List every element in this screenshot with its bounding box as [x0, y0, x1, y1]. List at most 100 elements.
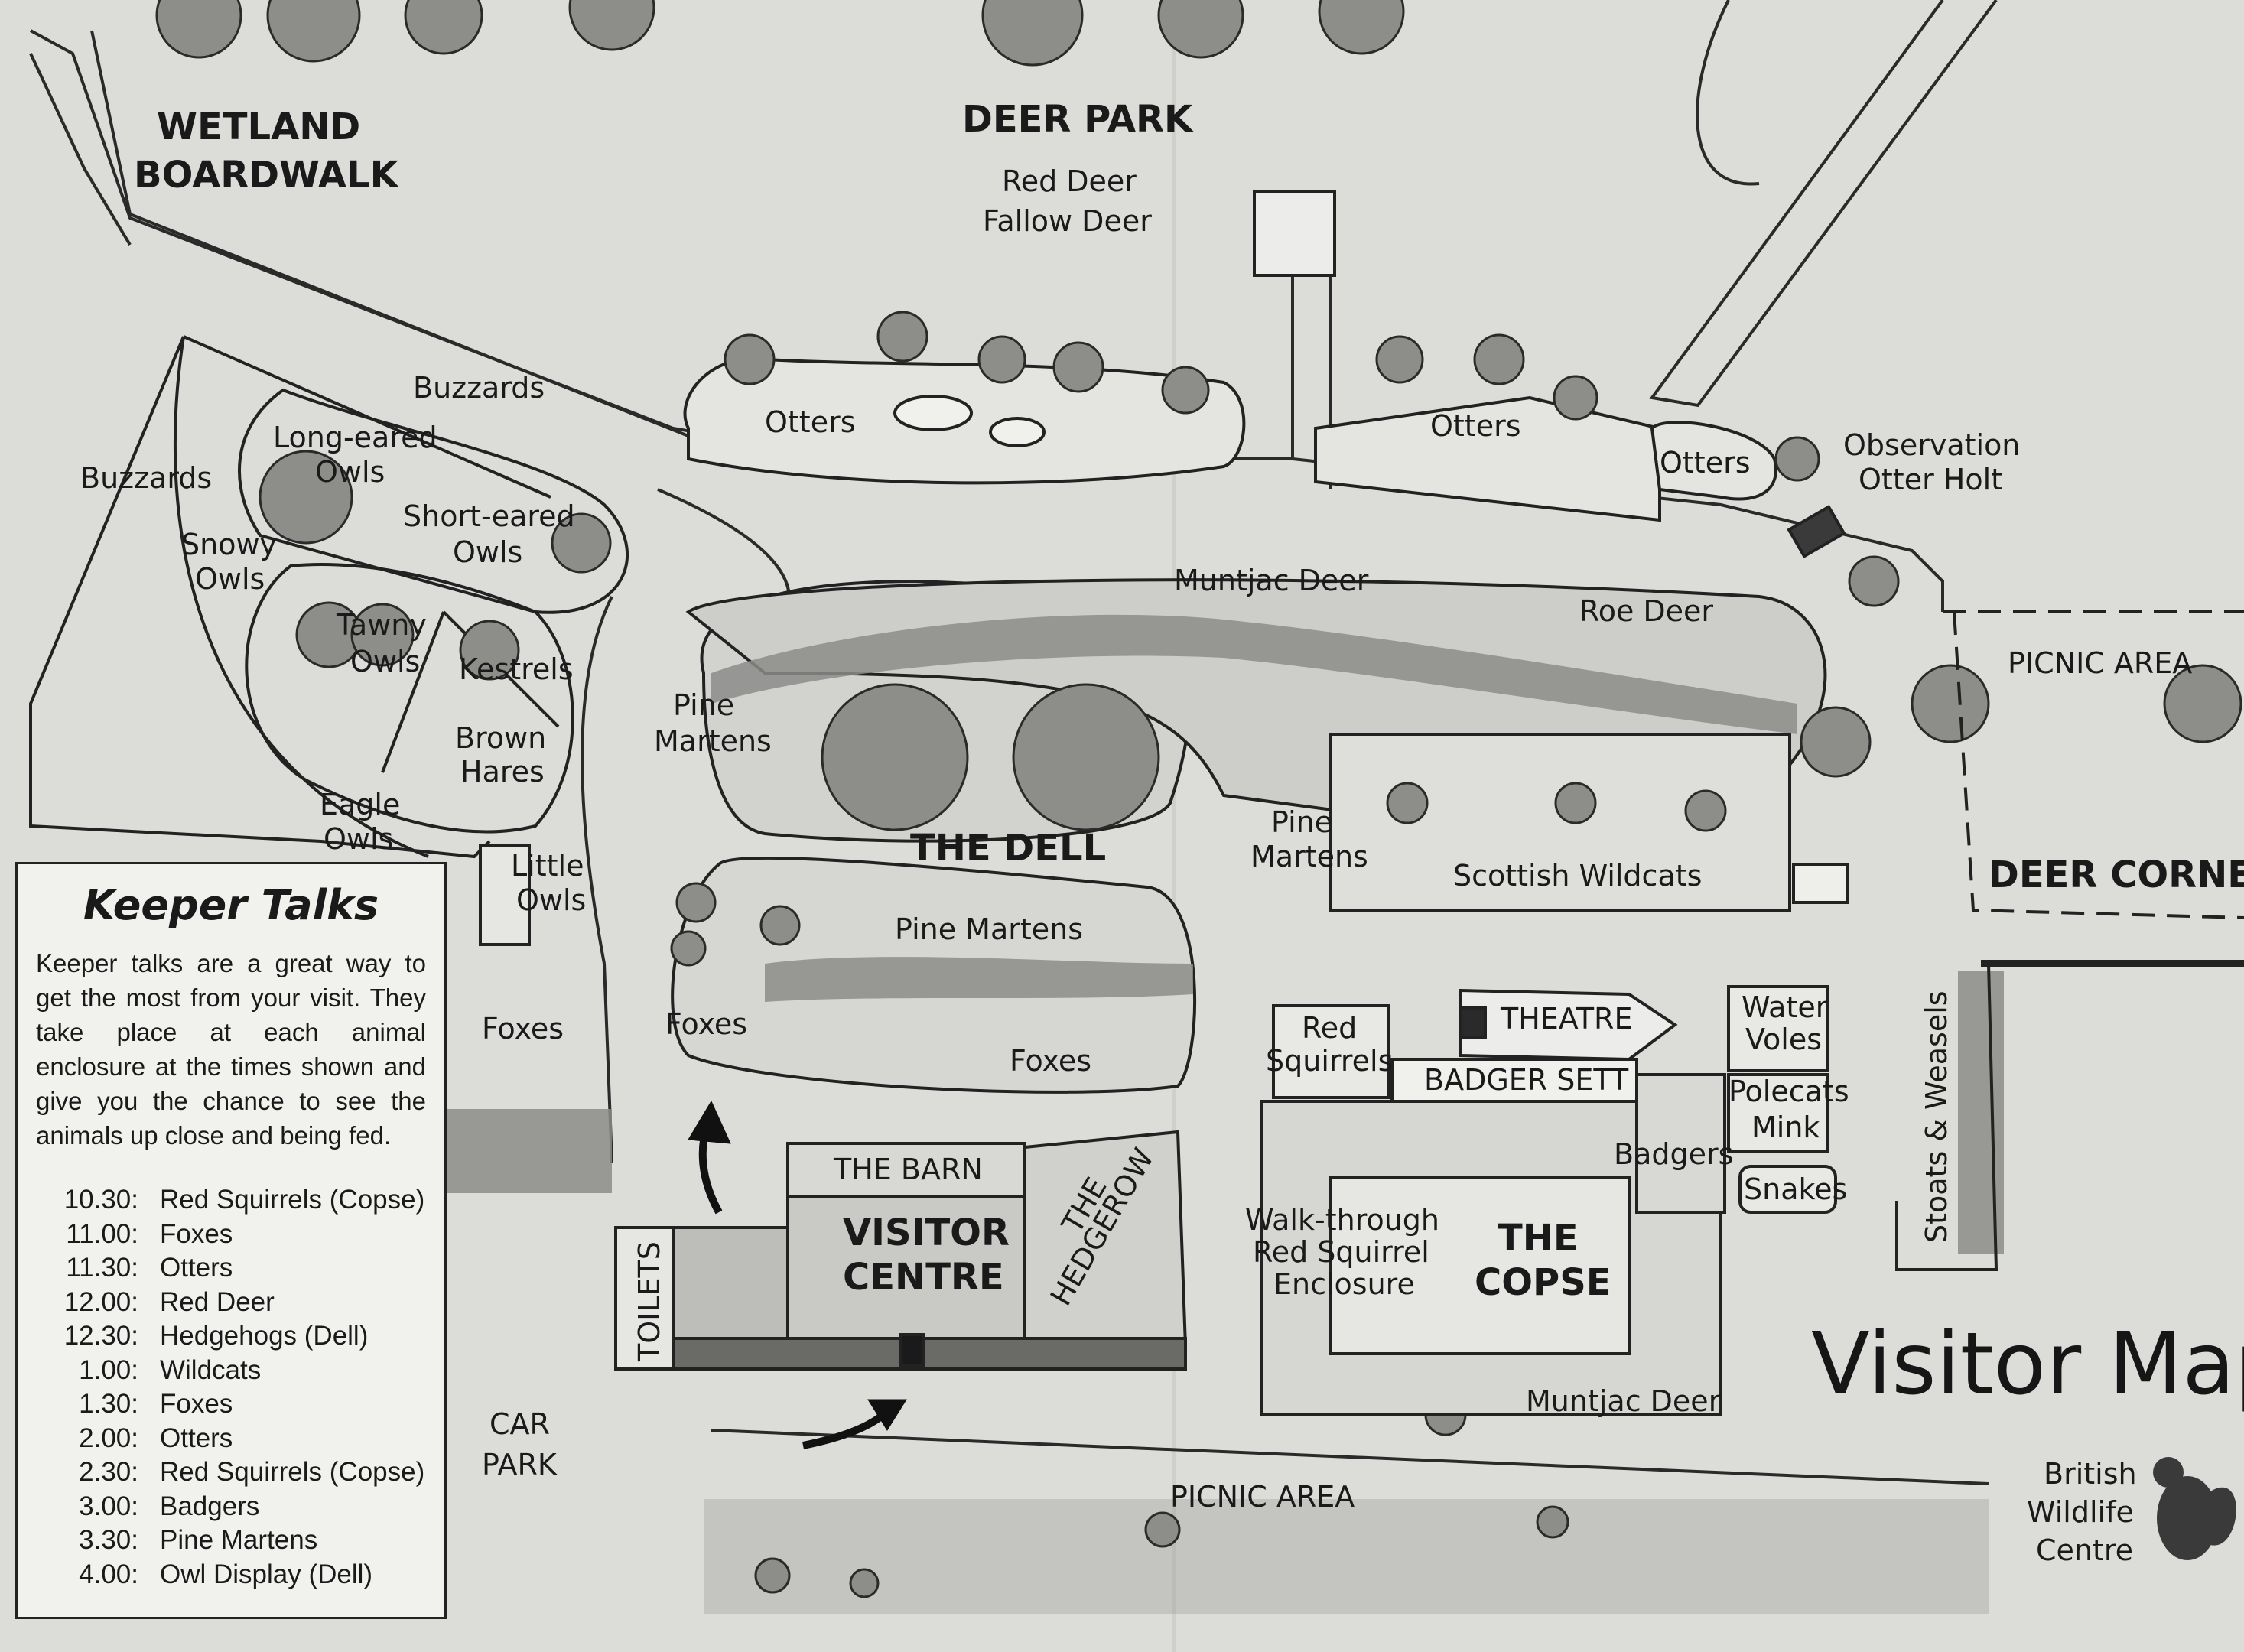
fox-hedge	[765, 957, 1193, 1002]
snakes-enclosure	[1738, 1165, 1837, 1214]
tree	[1848, 555, 1900, 607]
schedule-row: 12.30:Hedgehogs (Dell)	[36, 1319, 426, 1354]
boardwalk-label: BOARDWALK	[134, 154, 400, 197]
water-voles-enclosure	[1727, 985, 1829, 1072]
talk-time: 12.30:	[63, 1321, 138, 1351]
field-left	[29, 336, 491, 859]
deer-park-gate	[1253, 190, 1336, 277]
schedule-row: 1.00:Wildcats	[36, 1354, 426, 1388]
keeper-talks-intro: Keeper talks are a great way to get the …	[36, 949, 426, 1150]
otter-areas	[683, 190, 1846, 559]
schedule-row: 3.00:Badgers	[36, 1490, 426, 1524]
polecats-label: Polecats	[1729, 1075, 1849, 1108]
schedule-row: 11.00: Foxes	[36, 1218, 426, 1252]
enclosure-label: Enclosure	[1273, 1267, 1415, 1301]
badgers-enclosure	[1635, 1073, 1726, 1214]
scottish-wildcats-label: Scottish Wildcats	[1453, 859, 1702, 893]
tree	[1774, 436, 1820, 482]
visitor-centre-buildings	[614, 1130, 1188, 1371]
snowy-owls-label: Snowy	[181, 528, 277, 561]
the-barn-label: THE BARN	[833, 1153, 983, 1186]
talk-time: 10.30:	[63, 1185, 138, 1215]
fallow-deer-label: Fallow Deer	[983, 204, 1152, 238]
talk-time: 1.30:	[79, 1389, 138, 1419]
north-curve	[1696, 0, 1760, 186]
car-park-label-2: PARK	[482, 1448, 558, 1481]
talk-name: Otters	[160, 1423, 233, 1453]
talk-name: Red Squirrels (Copse)	[160, 1457, 425, 1487]
foxes-label-c: Foxes	[1010, 1044, 1091, 1078]
tree	[754, 1557, 791, 1594]
talk-name: Otters	[160, 1253, 233, 1283]
tree	[670, 930, 707, 967]
tree	[849, 1568, 880, 1598]
pine-martens-label-b: Pine	[1271, 805, 1332, 839]
muntjac-deer-bottom-label: Muntjac Deer	[1526, 1384, 1721, 1418]
tree	[1800, 706, 1872, 778]
picnic-hedge	[704, 1499, 1989, 1614]
owl-enclosures	[29, 335, 629, 946]
the-dell-label: THE DELL	[910, 827, 1106, 870]
short-eared-owls-enclosure	[237, 388, 629, 614]
schedule-row: 2.00:Otters	[36, 1422, 426, 1456]
tree	[977, 335, 1026, 384]
boardwalk-edge	[90, 30, 689, 437]
squirrel-tail	[2210, 1487, 2236, 1546]
tree	[350, 603, 415, 667]
little-owls-label-2: Owls	[516, 883, 586, 917]
centre-label: CENTRE	[843, 1256, 1004, 1299]
long-hedge	[711, 614, 1797, 734]
deer-corner-label: DEER CORNER	[1989, 854, 2244, 896]
schedule-row: 2.30:Red Squirrels (Copse)	[36, 1455, 426, 1490]
tawny-owls-label: Tawny	[336, 608, 427, 642]
brand-line-3: Centre	[2036, 1533, 2133, 1567]
long-eared-owls-label: Long-eared	[273, 421, 437, 454]
tree	[155, 0, 242, 59]
foxes-label-b: Foxes	[665, 1007, 747, 1041]
toilets-building	[614, 1226, 675, 1371]
wetland-label: WETLAND	[157, 106, 360, 148]
trees	[155, 0, 2242, 1598]
stoats-weasels-label: Stoats & Weasels	[1920, 990, 1953, 1243]
tree	[724, 333, 776, 385]
tree	[1473, 333, 1525, 385]
keeper-talks-panel: Keeper Talks Keeper talks are a great wa…	[15, 862, 447, 1619]
schedule-row: 4.00:Owl Display (Dell)	[36, 1558, 426, 1592]
walk-through-enclosure	[1329, 1176, 1631, 1355]
squirrel-logo	[2153, 1457, 2236, 1560]
tree	[1161, 366, 1210, 415]
visitor-label: VISITOR	[843, 1211, 1010, 1254]
tree	[1375, 335, 1424, 384]
schedule-row: 10.30:Red Squirrels (Copse)	[36, 1183, 426, 1218]
tree	[1157, 0, 1244, 59]
tree	[876, 311, 928, 363]
brand-line-2: Wildlife	[2027, 1495, 2134, 1529]
main-entrance-door	[899, 1333, 925, 1367]
talk-name: Foxes	[160, 1218, 233, 1249]
talk-name: Red Deer	[160, 1286, 275, 1317]
schedule-row: 3.30:Pine Martens	[36, 1524, 426, 1558]
tree	[568, 0, 655, 51]
the-copse-label-2: COPSE	[1475, 1261, 1611, 1304]
otters-label-1: Otters	[765, 405, 856, 439]
short-eared-owls-label: Short-eared	[403, 499, 575, 533]
roe-deer-label: Roe Deer	[1579, 594, 1713, 628]
arrow-north-head	[688, 1100, 731, 1144]
tree	[404, 0, 483, 55]
deer-corner-boundary	[1953, 611, 2244, 919]
picnic-area-right-label: PICNIC AREA	[2008, 646, 2192, 680]
picnic-area-bottom-label: PICNIC AREA	[1170, 1480, 1355, 1514]
squirrel-body	[2157, 1476, 2218, 1560]
path-west	[581, 596, 613, 1163]
arrow-entry-head	[867, 1399, 907, 1431]
deer-corner-area	[1895, 610, 2244, 1271]
otter-pond-small	[989, 417, 1046, 447]
long-eared-owls-label-2: Owls	[315, 455, 385, 489]
path-south	[711, 1429, 1989, 1485]
talk-time: 11.00:	[66, 1218, 138, 1249]
tree	[1911, 664, 1990, 743]
tree	[675, 882, 717, 923]
walk-through-label: Walk-through	[1245, 1203, 1439, 1237]
red-squirrels-label: Red	[1302, 1011, 1357, 1045]
